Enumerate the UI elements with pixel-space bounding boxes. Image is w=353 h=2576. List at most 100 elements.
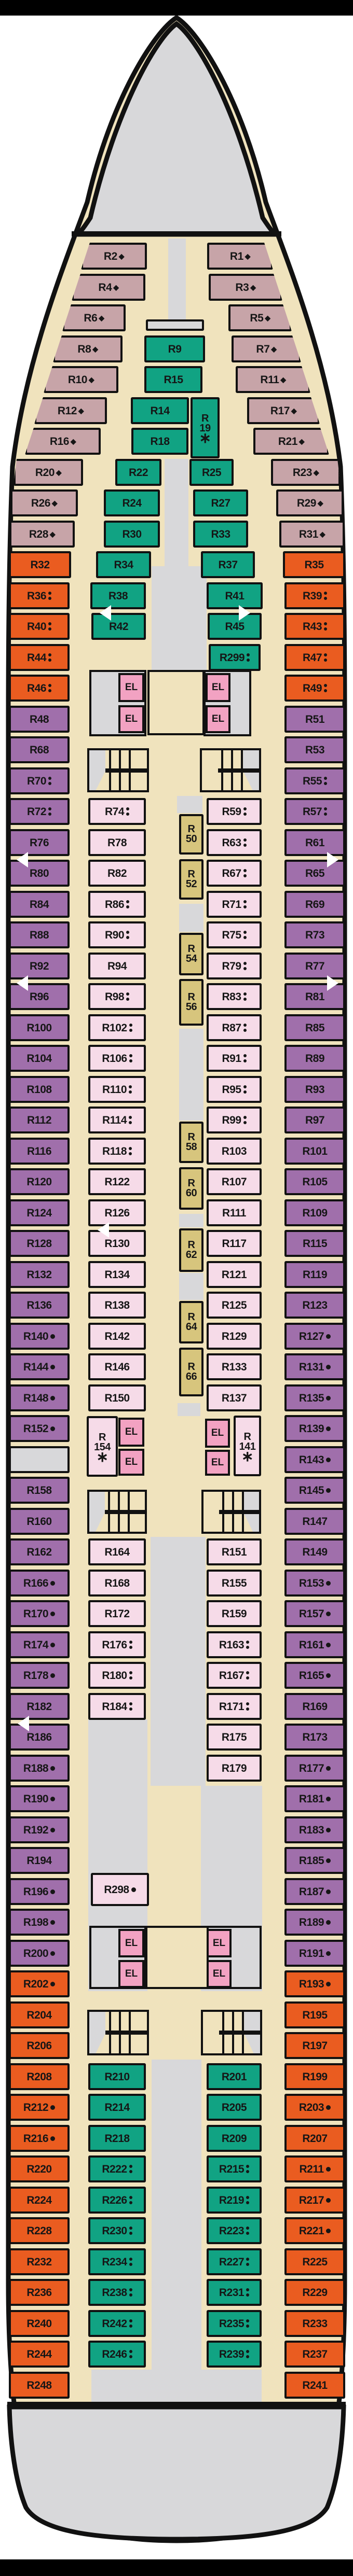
cabin-R244[interactable]: R244: [9, 2341, 70, 2368]
cabin-R29[interactable]: R29◆: [276, 489, 344, 516]
cabin-R107[interactable]: R107: [207, 1168, 262, 1195]
cabin-R98[interactable]: R98: [88, 983, 146, 1010]
cabin-R83[interactable]: R83: [207, 983, 262, 1010]
cabin-R217[interactable]: R217: [284, 2187, 345, 2214]
cabin-R226[interactable]: R226: [88, 2187, 146, 2214]
cabin-R94[interactable]: R94: [88, 953, 146, 979]
cabin-R221[interactable]: R221: [284, 2217, 345, 2244]
cabin-R59[interactable]: R59: [207, 798, 262, 825]
cabin-R218[interactable]: R218: [88, 2125, 146, 2152]
cabin-R224[interactable]: R224: [9, 2187, 70, 2214]
cabin-R145[interactable]: R145: [284, 1477, 345, 1504]
cabin-R103[interactable]: R103: [207, 1138, 262, 1165]
cabin-R238[interactable]: R238: [88, 2279, 146, 2306]
cabin-R211[interactable]: R211: [284, 2155, 345, 2182]
cabin-R40[interactable]: R40: [9, 613, 70, 640]
cabin-R209[interactable]: R209: [207, 2125, 262, 2152]
cabin-R16[interactable]: R16◆: [25, 428, 101, 455]
cabin-R138[interactable]: R138: [88, 1292, 146, 1319]
cabin-R187[interactable]: R187: [284, 1878, 345, 1905]
cabin-R90[interactable]: R90: [88, 921, 146, 948]
cabin-R11[interactable]: R11◆: [236, 366, 310, 393]
cabin-R84[interactable]: R84: [9, 891, 70, 918]
cabin-R8[interactable]: R8◆: [53, 335, 123, 362]
cabin-R197[interactable]: R197: [284, 2032, 345, 2059]
cabin-R20[interactable]: R20◆: [13, 459, 83, 486]
cabin-R220[interactable]: R220: [9, 2155, 70, 2182]
cabin-R87[interactable]: R87: [207, 1014, 262, 1041]
cabin-R228[interactable]: R228: [9, 2217, 70, 2244]
cabin-R5[interactable]: R5◆: [228, 304, 292, 331]
cabin-R112[interactable]: R112: [9, 1107, 70, 1133]
cabin-R39[interactable]: R39: [284, 582, 345, 609]
cabin-R215[interactable]: R215: [207, 2155, 262, 2182]
cabin-R32[interactable]: R32: [9, 551, 71, 578]
cabin-R231[interactable]: R231: [207, 2279, 262, 2306]
cabin-R4[interactable]: R4◆: [72, 274, 145, 301]
cabin-R194[interactable]: R194: [9, 1847, 70, 1874]
cabin-R175[interactable]: R175: [207, 1724, 262, 1751]
cabin-R53[interactable]: R53: [284, 736, 345, 763]
cabin-R207[interactable]: R207: [284, 2125, 345, 2152]
cabin-R170[interactable]: R170: [9, 1600, 70, 1627]
cabin-R161[interactable]: R161: [284, 1631, 345, 1658]
cabin-R121[interactable]: R121: [207, 1261, 262, 1288]
cabin-R131[interactable]: R131: [284, 1353, 345, 1380]
cabin-R72[interactable]: R72: [9, 798, 70, 825]
cabin-R192[interactable]: R192: [9, 1816, 70, 1843]
cabin-R158[interactable]: R158: [9, 1477, 70, 1504]
cabin-R236[interactable]: R236: [9, 2279, 70, 2306]
cabin-R99[interactable]: R99: [207, 1107, 262, 1133]
cabin-R225[interactable]: R225: [284, 2248, 345, 2275]
cabin-R151[interactable]: R151: [207, 1538, 262, 1565]
cabin-R34[interactable]: R34: [96, 551, 151, 578]
cabin-R76[interactable]: R76: [9, 829, 70, 856]
cabin-R46[interactable]: R46: [9, 675, 70, 702]
cabin-R78[interactable]: R78: [88, 829, 146, 856]
cabin-R188[interactable]: R188: [9, 1755, 70, 1782]
cabin-R152[interactable]: R152: [9, 1415, 70, 1442]
cabin-R149[interactable]: R149: [284, 1538, 345, 1565]
cabin-R37[interactable]: R37: [201, 551, 255, 578]
cabin-R119[interactable]: R119: [284, 1261, 345, 1288]
cabin-R89[interactable]: R89: [284, 1045, 345, 1072]
cabin-R181[interactable]: R181: [284, 1785, 345, 1812]
cabin-R41[interactable]: R41: [207, 582, 263, 609]
cabin-R137[interactable]: R137: [207, 1384, 262, 1411]
cabin-R174[interactable]: R174: [9, 1631, 70, 1658]
cabin-R74[interactable]: R74: [88, 798, 146, 825]
cabin-R183[interactable]: R183: [284, 1816, 345, 1843]
cabin-R172[interactable]: R172: [88, 1600, 146, 1627]
cabin-R101[interactable]: R101: [284, 1138, 345, 1165]
cabin-R106[interactable]: R106: [88, 1045, 146, 1072]
cabin-R57[interactable]: R57: [284, 798, 345, 825]
cabin-R28[interactable]: R28◆: [9, 521, 75, 548]
cabin-R48[interactable]: R48: [9, 706, 70, 733]
cabin-R210[interactable]: R210: [88, 2063, 146, 2090]
cabin-R232[interactable]: R232: [9, 2248, 70, 2275]
cabin-R235[interactable]: R235: [207, 2310, 262, 2337]
cabin-R185[interactable]: R185: [284, 1847, 345, 1874]
cabin-R166[interactable]: R166: [9, 1570, 70, 1597]
cabin-R6[interactable]: R6◆: [62, 304, 126, 331]
cabin-R75[interactable]: R75: [207, 921, 262, 948]
cabin-R114[interactable]: R114: [88, 1107, 146, 1133]
cabin-R233[interactable]: R233: [284, 2310, 345, 2337]
cabin-R299[interactable]: R299: [209, 644, 261, 671]
cabin-R104[interactable]: R104: [9, 1045, 70, 1072]
cabin-R10[interactable]: R10◆: [44, 366, 118, 393]
cabin-R157[interactable]: R157: [284, 1600, 345, 1627]
cabin-R182[interactable]: R182: [9, 1693, 70, 1720]
cabin-R147[interactable]: R147: [284, 1508, 345, 1535]
cabin-R70[interactable]: R70: [9, 767, 70, 794]
cabin-R111[interactable]: R111: [207, 1199, 262, 1226]
cabin-R30[interactable]: R30: [104, 521, 160, 548]
cabin-R133[interactable]: R133: [207, 1353, 262, 1380]
cabin-R43[interactable]: R43: [284, 613, 345, 640]
cabin-R14[interactable]: R14: [131, 397, 189, 424]
cabin-R230[interactable]: R230: [88, 2217, 146, 2244]
cabin-R237[interactable]: R237: [284, 2341, 345, 2368]
cabin-R97[interactable]: R97: [284, 1107, 345, 1133]
